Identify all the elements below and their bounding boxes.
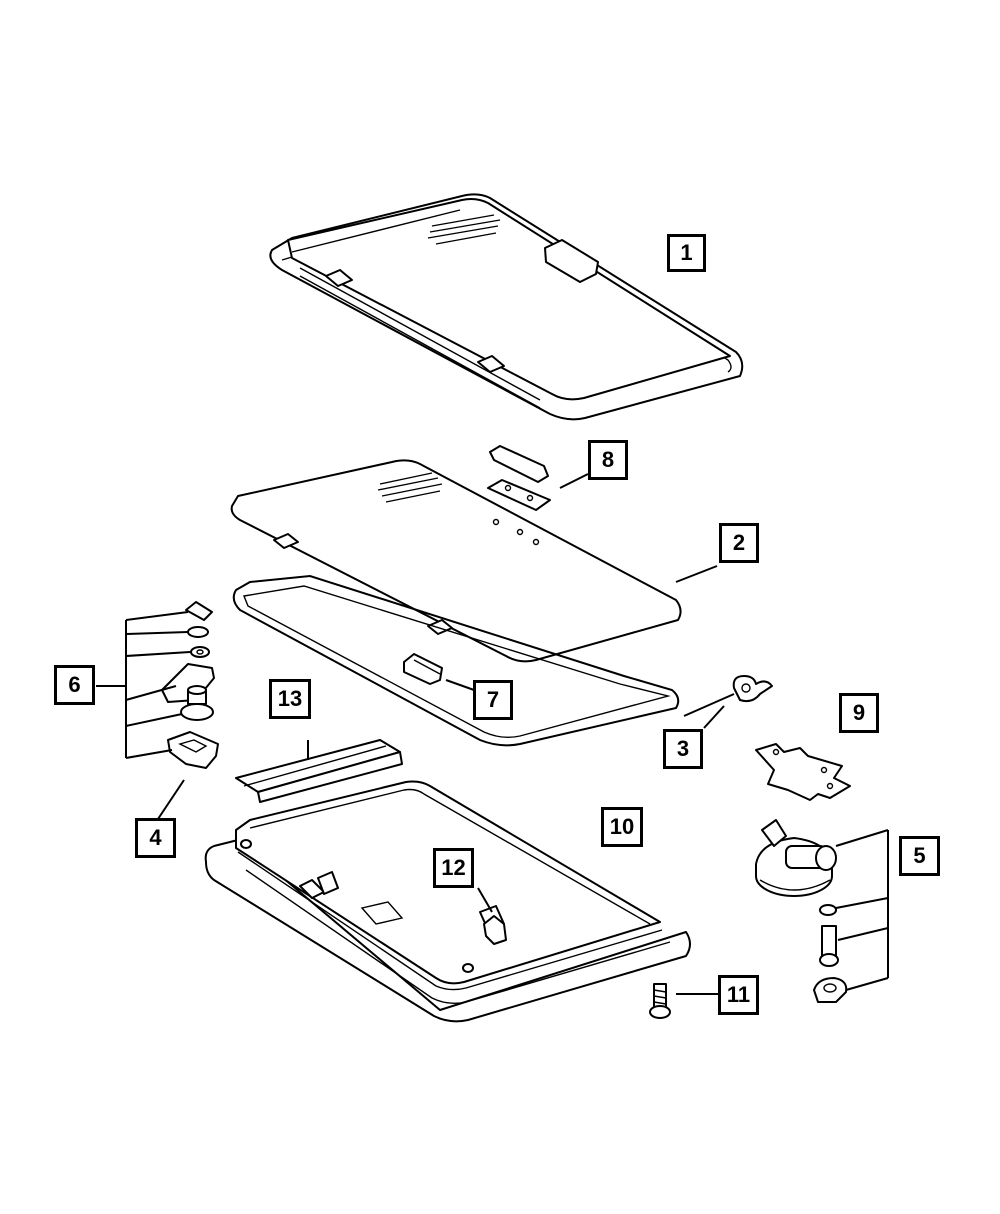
callout-8-text: 8 [601, 447, 615, 472]
callout-5-text: 5 [913, 843, 926, 868]
callout-3-text: 3 [676, 736, 690, 761]
callout-1: 1 [667, 234, 706, 272]
callout-10: 10 [601, 807, 643, 847]
part-13-rail [235, 739, 403, 803]
callout-6: 6 [54, 665, 95, 705]
callout-3: 3 [663, 729, 703, 769]
callout-9: 9 [839, 693, 879, 733]
part-7-guide [403, 653, 443, 685]
part-9-plate [755, 743, 851, 801]
part-1-glass-assembly [269, 193, 744, 421]
callout-4-text: 4 [149, 825, 162, 850]
callout-12-text: 12 [441, 855, 466, 880]
callout-4: 4 [135, 818, 176, 858]
callout-11-text: 11 [726, 982, 751, 1007]
part-8-handle [487, 445, 551, 511]
callout-7-text: 7 [486, 687, 500, 712]
callout-12: 12 [433, 848, 474, 888]
part-3-seal-frame [232, 574, 773, 747]
leader-lines [96, 473, 889, 995]
callout-8: 8 [588, 440, 628, 480]
callout-9-text: 9 [852, 700, 866, 725]
callout-11: 11 [718, 975, 759, 1015]
callout-2: 2 [719, 523, 759, 563]
callout-5: 5 [899, 836, 940, 876]
callout-1-text: 1 [680, 240, 693, 265]
part-12-clip [483, 915, 507, 945]
callout-13: 13 [269, 679, 311, 719]
part-6-fasteners [161, 601, 219, 769]
callout-7: 7 [473, 680, 513, 720]
callout-2-text: 2 [732, 530, 746, 555]
callout-6-text: 6 [68, 672, 81, 697]
part-11-bolt [649, 983, 671, 1019]
callout-13-text: 13 [277, 686, 303, 711]
part-5-crank [755, 819, 848, 1003]
callout-10-text: 10 [609, 814, 635, 839]
part-2-glass-panel [230, 459, 682, 663]
